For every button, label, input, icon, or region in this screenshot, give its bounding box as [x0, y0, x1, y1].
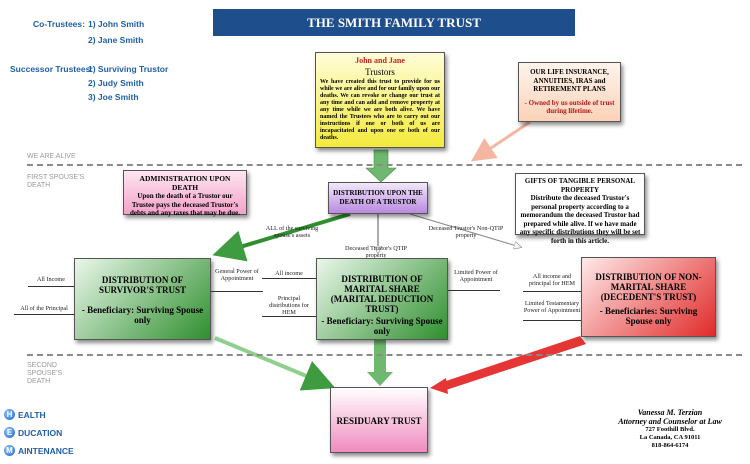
survivor-line-2 — [14, 314, 74, 315]
arrow-to-nonmarital — [409, 213, 520, 247]
survivor-left-label-2: All of the Principal — [20, 305, 68, 312]
flow-label-qtip: Deceased Trustor's QTIP property — [345, 245, 407, 259]
co-trustee-2: 2) Jane Smith — [88, 35, 144, 45]
arrow-marital-residuary — [367, 340, 393, 386]
non-marital-share-box: DISTRIBUTION OF NON-MARITAL SHARE (DECED… — [581, 257, 716, 337]
arrow-alive-to-death — [365, 149, 397, 183]
attorney-address2: La Canada, CA 91011 — [639, 434, 701, 441]
successor-trustees-label: Successor Trustees: — [10, 64, 94, 74]
marital-line-1 — [262, 278, 316, 279]
gifts-title: GIFTS OF TANGIBLE PERSONAL PROPERTY — [524, 177, 636, 194]
insurance-box: OUR LIFE INSURANCE, ANNUITIES, IRAS and … — [518, 62, 621, 122]
marital-line-2 — [262, 316, 316, 317]
arrow-to-survivor — [212, 212, 351, 262]
co-trustees-label: Co-Trustees: — [33, 19, 85, 29]
successor-trustee-2: 2) Judy Smith — [88, 78, 144, 88]
hem-health: EALTH — [18, 410, 46, 420]
hem-education: DUCATION — [18, 428, 63, 438]
section-first-death-label: FIRST SPOUSE'S DEATH — [27, 174, 85, 189]
marital-right-label: Limited Power of Appointment — [454, 269, 498, 283]
distribution-upon-death-box: DISTRIBUTION UPON THE DEATH OF A TRUSTOR — [328, 182, 428, 214]
nonmarital-left-label-2: Limited Testamentary Power of Appointmen… — [523, 300, 581, 314]
marital-left-label-1: All income — [275, 270, 303, 277]
arrow-insurance — [471, 120, 531, 162]
trustors-box: John and Jane Trustors We have created t… — [315, 52, 445, 148]
marital-left-label-2: Principal distributions for HEM — [269, 295, 309, 316]
attorney-role: Attorney and Counselor at Law — [618, 417, 722, 426]
trustors-heading: John and Jane — [355, 56, 405, 65]
section-alive-label: WE ARE ALIVE — [27, 153, 76, 160]
nonmarital-line-1 — [523, 291, 581, 292]
attorney-address1: 727 Foothill Blvd. — [645, 426, 695, 433]
insurance-text: - Owned by us outside of trust during li… — [524, 98, 615, 116]
divider-alive — [27, 164, 742, 166]
non-marital-share-title: DISTRIBUTION OF NON-MARITAL SHARE (DECED… — [595, 272, 702, 302]
insurance-title: OUR LIFE INSURANCE, ANNUITIES, IRAS and … — [530, 68, 609, 93]
non-marital-share-beneficiary: - Beneficiaries: Surviving Spouse only — [599, 306, 698, 326]
attorney-block: Vanessa M. Terzian Attorney and Counselo… — [600, 408, 740, 450]
divider-second — [27, 354, 742, 356]
survivor-left-label-1: All Income — [36, 276, 65, 283]
residuary-trust-box: RESIDUARY TRUST — [330, 387, 428, 453]
education-icon: E — [4, 427, 15, 438]
flow-label-surviving: ALL of the surviving spouse's assets — [265, 225, 319, 239]
flow-label-non-qtip: Deceased Trustor's Non-QTIP property — [428, 225, 504, 239]
arrow-nonmarital-residuary — [440, 336, 586, 390]
arrow-survivor-residuary — [214, 336, 336, 391]
marital-share-box: DISTRIBUTION OF MARITAL SHARE (MARITAL D… — [316, 258, 448, 340]
maintenance-icon: M — [4, 445, 15, 456]
health-icon: H — [4, 409, 15, 420]
marital-share-title: DISTRIBUTION OF MARITAL SHARE (MARITAL D… — [330, 274, 434, 314]
survivor-line-1 — [28, 286, 74, 287]
administration-text: Upon the death of a Trustor our Trustee … — [129, 192, 241, 217]
trustors-sub: Trustors — [365, 67, 395, 77]
page-title: THE SMITH FAMILY TRUST — [213, 9, 575, 36]
gifts-text: Distribute the deceased Trustor's person… — [519, 194, 641, 245]
successor-trustee-1: 1) Surviving Trustor — [88, 64, 169, 74]
gifts-box: GIFTS OF TANGIBLE PERSONAL PROPERTY Dist… — [515, 173, 645, 245]
successor-trustee-3: 3) Joe Smith — [88, 92, 139, 102]
co-trustee-1: 1) John Smith — [88, 19, 145, 29]
survivors-trust-box: DISTRIBUTION OF SURVIVOR'S TRUST - Benef… — [74, 258, 211, 340]
marital-right-line — [448, 290, 500, 291]
hem-maintenance: AINTENANCE — [18, 446, 74, 456]
survivors-trust-beneficiary: - Beneficiary: Surviving Spouse only — [81, 305, 204, 325]
survivors-trust-title: DISTRIBUTION OF SURVIVOR'S TRUST — [98, 275, 187, 295]
nonmarital-left-label-1: All income and principal for HEM — [528, 273, 576, 287]
attorney-phone: 818-864-6174 — [651, 442, 689, 449]
survivor-right-label: General Power of Appointment — [215, 268, 259, 282]
section-second-death-label: SECOND SPOUSE'S DEATH — [27, 362, 63, 385]
survivor-right-line — [211, 291, 263, 292]
administration-title: ADMINISTRATION UPON DEATH — [139, 174, 231, 192]
trustors-text: We have created this trust to provide fo… — [320, 79, 440, 141]
marital-share-beneficiary: - Beneficiary: Surviving Spouse only — [321, 316, 443, 336]
nonmarital-line-2 — [523, 320, 581, 321]
attorney-name: Vanessa M. Terzian — [637, 408, 703, 417]
administration-box: ADMINISTRATION UPON DEATH Upon the death… — [123, 170, 247, 217]
